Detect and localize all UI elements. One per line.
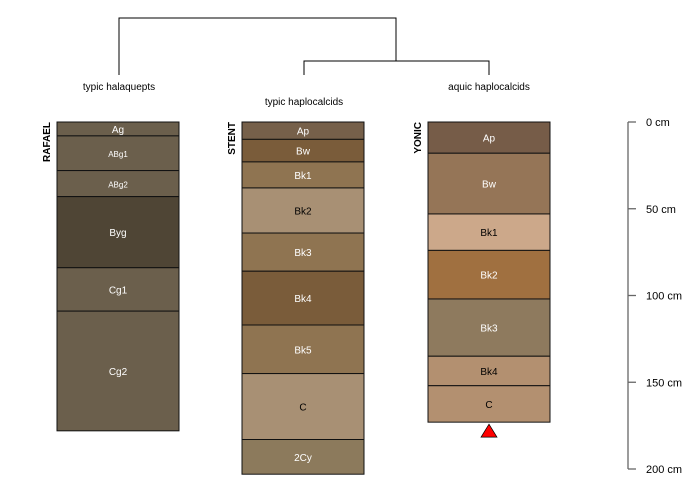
- dendrogram-branches: [118, 17, 490, 75]
- horizon-label: Bk4: [294, 294, 312, 305]
- horizon: C: [241, 373, 365, 441]
- horizon-block: [427, 298, 551, 357]
- horizon: Bk2: [427, 249, 551, 300]
- horizon: 2Cy: [241, 439, 365, 475]
- horizon-block: [427, 121, 551, 154]
- horizon-block: [241, 270, 365, 326]
- cluster-label: typic haplocalcids: [265, 97, 343, 108]
- horizon: Cg2: [56, 310, 180, 432]
- profile-name: RAFAEL: [42, 122, 53, 162]
- horizon-label: Ap: [483, 134, 496, 145]
- horizon: Bk5: [241, 324, 365, 375]
- horizon: Bk4: [241, 270, 365, 326]
- horizon-label: Bw: [482, 180, 497, 191]
- horizon-label: Bk4: [480, 367, 498, 378]
- horizon-label: Bk3: [480, 324, 498, 335]
- horizon-label: Byg: [109, 228, 126, 239]
- horizon: Ap: [427, 121, 551, 154]
- horizon-block: [56, 170, 180, 198]
- horizon-block: [56, 196, 180, 269]
- horizon-block: [241, 232, 365, 272]
- horizon: Bk4: [427, 355, 551, 387]
- horizon-block: [241, 187, 365, 234]
- horizon-block: [427, 385, 551, 423]
- horizon: Bk3: [241, 232, 365, 272]
- horizon: C: [427, 385, 551, 423]
- horizon-label: 2Cy: [294, 453, 312, 464]
- horizon-block: [241, 439, 365, 475]
- horizon-block: [241, 373, 365, 441]
- depth-scale: 0 cm 50 cm 100 cm 150 cm 200 cm: [627, 117, 682, 476]
- cluster-label: typic halaquepts: [83, 82, 155, 93]
- horizon-label: Cg2: [109, 367, 128, 378]
- horizon: Bk1: [427, 213, 551, 251]
- horizon-label: Bw: [296, 147, 311, 158]
- horizon: Bk2: [241, 187, 365, 234]
- horizon-label: Ag: [112, 125, 124, 136]
- horizon: Ag: [56, 121, 180, 137]
- horizon-label: Ap: [297, 127, 310, 138]
- horizon-label: ABg2: [108, 181, 128, 190]
- horizon: Bw: [427, 152, 551, 215]
- profile-name: STENT: [227, 122, 238, 155]
- horizon-block: [427, 152, 551, 215]
- horizon-block: [427, 355, 551, 387]
- horizon-block: [241, 161, 365, 189]
- horizon: Bk3: [427, 298, 551, 357]
- horizon: Bw: [241, 138, 365, 163]
- horizon-block: [56, 135, 180, 172]
- horizon-label: ABg1: [108, 150, 128, 159]
- scale-tick-label: 150 cm: [646, 377, 682, 389]
- horizon-block: [241, 324, 365, 375]
- dendrogram: typic halaquepts typic haplocalcids aqui…: [83, 17, 530, 108]
- horizon: Cg1: [56, 267, 180, 312]
- horizon-label: C: [299, 403, 306, 414]
- horizon: Bk1: [241, 161, 365, 189]
- scale-tick-label: 0 cm: [646, 117, 670, 129]
- bottom-marker-icon: [480, 423, 498, 438]
- horizon-label: Bk1: [294, 171, 312, 182]
- scale-tick-label: 100 cm: [646, 291, 682, 303]
- horizon-label: C: [485, 400, 492, 411]
- horizon: ABg2: [56, 170, 180, 198]
- profile-name: YONIC: [413, 122, 424, 154]
- horizon-label: Bk1: [480, 228, 498, 239]
- horizon-label: Bk3: [294, 248, 312, 259]
- horizon-label: Cg1: [109, 285, 128, 296]
- horizon: Byg: [56, 196, 180, 269]
- horizon: ABg1: [56, 135, 180, 172]
- scale-tick-label: 50 cm: [646, 204, 676, 216]
- scale-tick-label: 200 cm: [646, 464, 682, 476]
- horizon-block: [427, 213, 551, 251]
- horizon: Ap: [241, 121, 365, 140]
- horizon-block: [56, 310, 180, 432]
- horizon-block: [427, 249, 551, 300]
- cluster-label: aquic haplocalcids: [448, 82, 530, 93]
- horizon-label: Bk5: [294, 345, 312, 356]
- horizon-label: Bk2: [480, 271, 498, 282]
- horizon-label: Bk2: [294, 206, 312, 217]
